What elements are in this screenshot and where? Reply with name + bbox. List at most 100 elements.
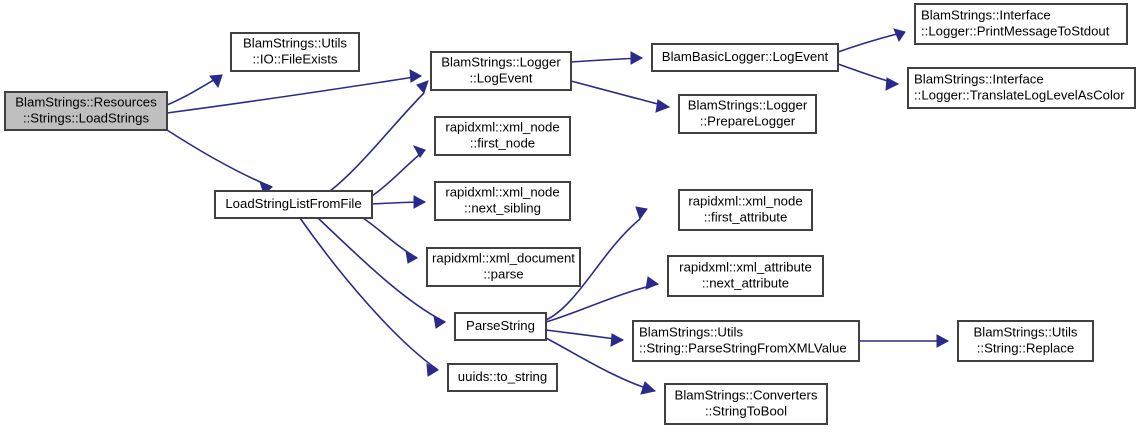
- node-loadstrings[interactable]: BlamStrings::Resources::Strings::LoadStr…: [4, 91, 168, 131]
- edge-parsestring-to-next-attribute: [545, 283, 659, 323]
- node-printmessagetostdout[interactable]: BlamStrings::Interface::Logger::PrintMes…: [914, 3, 1128, 45]
- node-label-first-node: ::first_node: [470, 135, 535, 150]
- nodes-layer: BlamStrings::Resources::Strings::LoadStr…: [4, 3, 1136, 425]
- node-label-basiclogger-logevent: BlamBasicLogger::LogEvent: [662, 49, 829, 64]
- arrowhead-e17: [640, 381, 657, 395]
- arrowhead-e7: [405, 249, 418, 264]
- node-string-replace[interactable]: BlamStrings::Utils::String::Replace: [957, 320, 1094, 362]
- edges-layer: [166, 28, 950, 395]
- arrowhead-e6: [413, 195, 427, 209]
- arrowhead-e10: [630, 51, 644, 65]
- arrowhead-e16: [610, 333, 625, 347]
- node-label-fileexists: ::IO::FileExists: [253, 51, 338, 66]
- node-box-basiclogger-logevent[interactable]: [651, 43, 839, 72]
- node-box-translateloglevelascolor[interactable]: [907, 67, 1136, 109]
- node-label-next-sibling: ::next_sibling: [464, 200, 541, 215]
- node-preparelogger[interactable]: BlamStrings::Logger::PrepareLogger: [678, 94, 817, 134]
- arrowhead-e18: [936, 334, 950, 348]
- edge-loadstrings-to-loadstringlistfromfile: [166, 129, 273, 188]
- node-box-uuids-to-string[interactable]: [447, 363, 558, 392]
- arrowhead-e14: [635, 206, 648, 221]
- node-label-next-sibling: rapidxml::xml_node: [445, 184, 559, 199]
- node-box-first-attribute[interactable]: [678, 189, 813, 231]
- node-label-parsestringfromxmlvalue: ::String::ParseStringFromXMLValue: [639, 340, 847, 355]
- node-next-sibling[interactable]: rapidxml::xml_node::next_sibling: [434, 181, 571, 221]
- edge-loadstringlistfromfile-to-first-node: [371, 149, 426, 197]
- node-label-preparelogger: BlamStrings::Logger: [688, 97, 808, 112]
- node-basiclogger-logevent[interactable]: BlamBasicLogger::LogEvent: [651, 43, 839, 72]
- node-label-first-attribute: ::first_attribute: [704, 209, 788, 224]
- node-label-xml-document-parse: ::parse: [483, 266, 523, 281]
- node-label-printmessagetostdout: BlamStrings::Interface: [921, 7, 1051, 22]
- edge-loadstringlistfromfile-to-parsestring: [317, 217, 446, 323]
- arrowhead-e13: [885, 77, 900, 91]
- node-label-next-attribute: ::next_attribute: [702, 275, 789, 290]
- edge-logger-logevent-to-preparelogger: [570, 80, 670, 108]
- node-label-printmessagetostdout: ::Logger::PrintMessageToStdout: [921, 23, 1110, 38]
- node-box-fileexists[interactable]: [230, 32, 360, 72]
- node-label-loadstrings: ::Strings::LoadStrings: [23, 110, 149, 125]
- node-translateloglevelascolor[interactable]: BlamStrings::Interface::Logger::Translat…: [907, 67, 1136, 109]
- node-label-first-node: rapidxml::xml_node: [445, 119, 559, 134]
- node-box-loadstrings[interactable]: [4, 91, 168, 131]
- edge-loadstringlistfromfile-to-logger-logevent: [329, 92, 425, 192]
- node-label-translateloglevelascolor: ::Logger::TranslateLogLevelAsColor: [914, 87, 1125, 102]
- node-label-string-replace: ::String::Replace: [977, 340, 1075, 355]
- node-label-first-attribute: rapidxml::xml_node: [688, 193, 802, 208]
- node-parsestringfromxmlvalue[interactable]: BlamStrings::Utils::String::ParseStringF…: [632, 320, 860, 362]
- arrowhead-e12: [893, 28, 906, 43]
- edge-parsestring-to-first-attribute: [545, 218, 641, 321]
- arrowhead-e8: [433, 315, 446, 329]
- node-box-next-attribute[interactable]: [667, 255, 824, 297]
- node-label-next-attribute: rapidxml::xml_attribute: [679, 259, 812, 274]
- edge-loadstringlistfromfile-to-uuids-to-string: [299, 217, 439, 371]
- node-label-translateloglevelascolor: BlamStrings::Interface: [914, 71, 1044, 86]
- node-box-loadstringlistfromfile[interactable]: [214, 190, 373, 219]
- node-fileexists[interactable]: BlamStrings::Utils::IO::FileExists: [230, 32, 360, 72]
- node-xml-document-parse[interactable]: rapidxml::xml_document::parse: [426, 247, 581, 287]
- node-label-parsestringfromxmlvalue: BlamStrings::Utils: [639, 324, 743, 339]
- node-box-stringtobool[interactable]: [664, 383, 828, 425]
- node-box-logger-logevent[interactable]: [430, 51, 572, 91]
- arrowhead-e2: [409, 69, 423, 83]
- arrowhead-e1: [209, 74, 223, 89]
- node-label-stringtobool: ::StringToBool: [705, 403, 787, 418]
- node-label-fileexists: BlamStrings::Utils: [243, 35, 347, 50]
- node-box-first-node[interactable]: [434, 116, 571, 156]
- node-label-loadstringlistfromfile: LoadStringListFromFile: [225, 196, 361, 211]
- node-first-attribute[interactable]: rapidxml::xml_node::first_attribute: [678, 189, 813, 231]
- arrowhead-e4: [416, 80, 429, 94]
- node-logger-logevent[interactable]: BlamStrings::Logger::LogEvent: [430, 51, 572, 91]
- node-uuids-to-string[interactable]: uuids::to_string: [447, 363, 558, 392]
- arrowhead-e5: [412, 145, 426, 158]
- node-next-attribute[interactable]: rapidxml::xml_attribute::next_attribute: [667, 255, 824, 297]
- node-label-loadstrings: BlamStrings::Resources: [15, 94, 157, 109]
- edge-basiclogger-logevent-to-printmessagetostdout: [837, 31, 906, 53]
- node-label-xml-document-parse: rapidxml::xml_document: [432, 250, 575, 265]
- arrowhead-e9: [426, 363, 440, 377]
- node-stringtobool[interactable]: BlamStrings::Converters::StringToBool: [664, 383, 828, 425]
- node-box-string-replace[interactable]: [957, 320, 1094, 362]
- node-label-uuids-to-string: uuids::to_string: [458, 369, 547, 384]
- node-label-logger-logevent: ::LogEvent: [469, 70, 532, 85]
- node-label-parsestring: ParseString: [466, 318, 535, 333]
- node-first-node[interactable]: rapidxml::xml_node::first_node: [434, 116, 571, 156]
- node-box-next-sibling[interactable]: [434, 181, 571, 221]
- node-box-xml-document-parse[interactable]: [426, 247, 581, 287]
- node-box-printmessagetostdout[interactable]: [914, 3, 1128, 45]
- node-label-stringtobool: BlamStrings::Converters: [675, 387, 818, 402]
- node-box-parsestring[interactable]: [454, 312, 547, 341]
- node-loadstringlistfromfile[interactable]: LoadStringListFromFile: [214, 190, 373, 219]
- node-label-logger-logevent: BlamStrings::Logger: [441, 54, 561, 69]
- node-parsestring[interactable]: ParseString: [454, 312, 547, 341]
- arrowhead-e11: [655, 99, 671, 113]
- node-label-string-replace: BlamStrings::Utils: [973, 324, 1077, 339]
- node-label-preparelogger: ::PrepareLogger: [700, 113, 796, 128]
- node-box-parsestringfromxmlvalue[interactable]: [632, 320, 860, 362]
- arrowhead-e15: [645, 276, 660, 290]
- edge-loadstringlistfromfile-to-xml-document-parse: [362, 217, 418, 259]
- edge-parsestring-to-stringtobool: [545, 337, 656, 392]
- node-box-preparelogger[interactable]: [678, 94, 817, 134]
